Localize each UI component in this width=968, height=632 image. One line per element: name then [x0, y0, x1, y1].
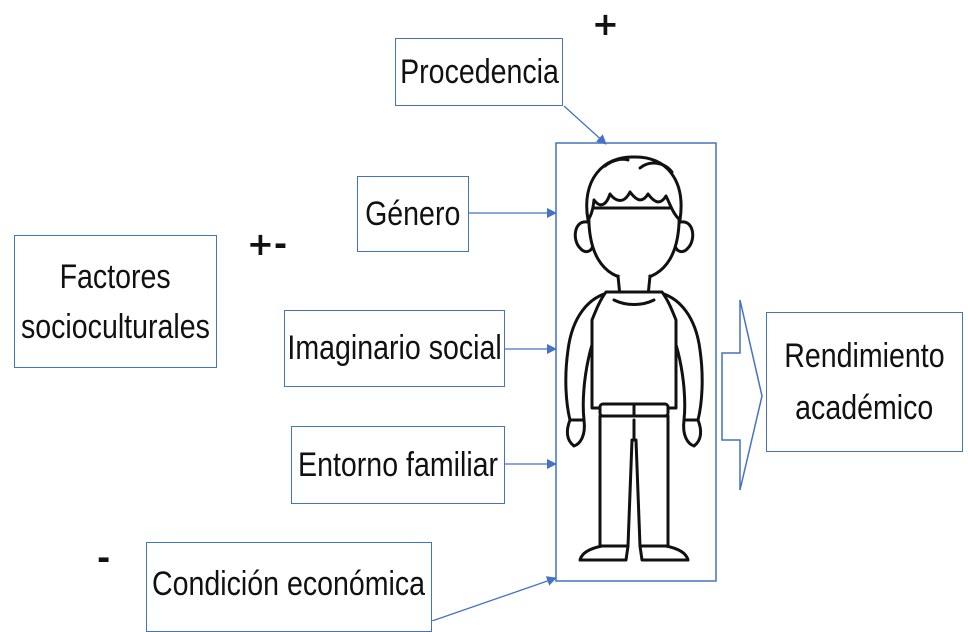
person-frame: [555, 142, 717, 582]
person-figure-icon: [564, 155, 704, 562]
positive-sign: +: [592, 5, 619, 43]
procedencia-box: Procedencia: [395, 38, 563, 106]
factores-box: Factores socioculturales: [14, 235, 217, 368]
rendimiento-label-line2: académico: [795, 389, 934, 427]
entorno-box: Entorno familiar: [291, 426, 505, 504]
block-arrow: [721, 299, 763, 491]
factores-label-line1: Factores: [59, 257, 172, 296]
mixed-sign: +-: [247, 225, 288, 263]
genero-box: Género: [357, 176, 469, 252]
entorno-label: Entorno familiar: [298, 445, 499, 484]
arrow-condicion: [431, 576, 557, 621]
rendimiento-box: Rendimiento académico: [766, 312, 963, 452]
genero-label: Género: [365, 194, 461, 233]
factores-label-line2: socioculturales: [21, 307, 210, 346]
rendimiento-label-line1: Rendimiento: [784, 337, 945, 375]
imaginario-label: Imaginario social: [287, 329, 502, 367]
imaginario-box: Imaginario social: [284, 310, 505, 387]
procedencia-label: Procedencia: [399, 52, 559, 91]
negative-sign: -: [97, 539, 111, 577]
condicion-box: Condición económica: [146, 542, 432, 632]
arrow-procedencia: [563, 105, 607, 145]
condicion-label: Condición económica: [152, 565, 426, 603]
